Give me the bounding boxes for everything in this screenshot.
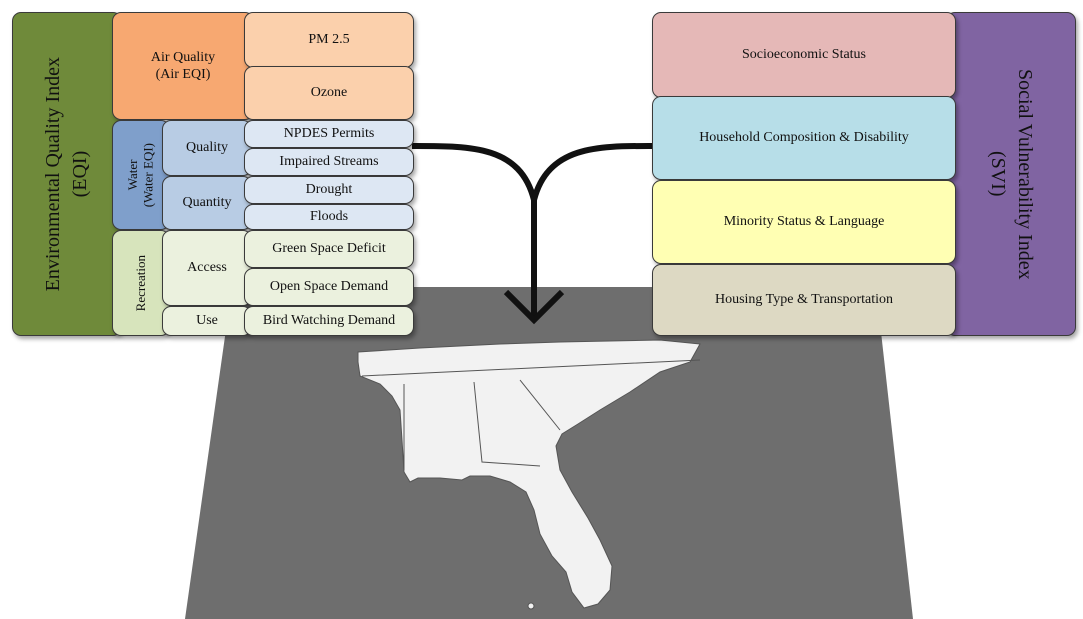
open-space-demand-box: Open Space Demand bbox=[244, 268, 414, 306]
merge-arrow-right bbox=[531, 142, 653, 201]
bird-watching-demand-box: Bird Watching Demand bbox=[244, 306, 414, 336]
recreation-box: Recreation bbox=[112, 230, 170, 336]
water-quantity-box: Quantity bbox=[162, 176, 252, 230]
minority-status-box: Minority Status & Language bbox=[652, 180, 956, 264]
merge-arrow-head bbox=[503, 289, 565, 325]
green-space-deficit-box: Green Space Deficit bbox=[244, 230, 414, 268]
ozone-box: Ozone bbox=[244, 66, 414, 120]
housing-transportation-box: Housing Type & Transportation bbox=[652, 264, 956, 336]
air-quality-abbr: (Air EQI) bbox=[155, 67, 211, 82]
floods-box: Floods bbox=[244, 204, 414, 230]
southeast-states-map bbox=[357, 339, 701, 609]
npdes-permits-box: NPDES Permits bbox=[244, 120, 414, 148]
recreation-use-box: Use bbox=[162, 306, 252, 336]
drought-box: Drought bbox=[244, 176, 414, 204]
svi-panel: Social Vulnerability Index (SVI) bbox=[946, 12, 1076, 336]
socioeconomic-status-box: Socioeconomic Status bbox=[652, 12, 956, 98]
water-label: Water (Water EQI) bbox=[125, 142, 156, 208]
water-quality-box: Quality bbox=[162, 120, 252, 176]
pm25-box: PM 2.5 bbox=[244, 12, 414, 68]
svi-title: Social Vulnerability Index (SVI) bbox=[987, 68, 1036, 280]
recreation-access-box: Access bbox=[162, 230, 252, 306]
eqi-panel: Environmental Quality Index (EQI) bbox=[12, 12, 122, 336]
eqi-title: Environmental Quality Index (EQI) bbox=[42, 56, 91, 292]
air-quality-box: Air Quality (Air EQI) bbox=[112, 12, 254, 120]
recreation-label: Recreation bbox=[132, 254, 148, 312]
state-borders bbox=[361, 359, 701, 470]
impaired-streams-box: Impaired Streams bbox=[244, 148, 414, 176]
air-quality-label: Air Quality bbox=[150, 49, 216, 65]
merge-arrow-left bbox=[411, 142, 537, 201]
water-box: Water (Water EQI) bbox=[112, 120, 170, 230]
household-composition-box: Household Composition & Disability bbox=[652, 96, 956, 180]
island-dot bbox=[527, 602, 535, 610]
